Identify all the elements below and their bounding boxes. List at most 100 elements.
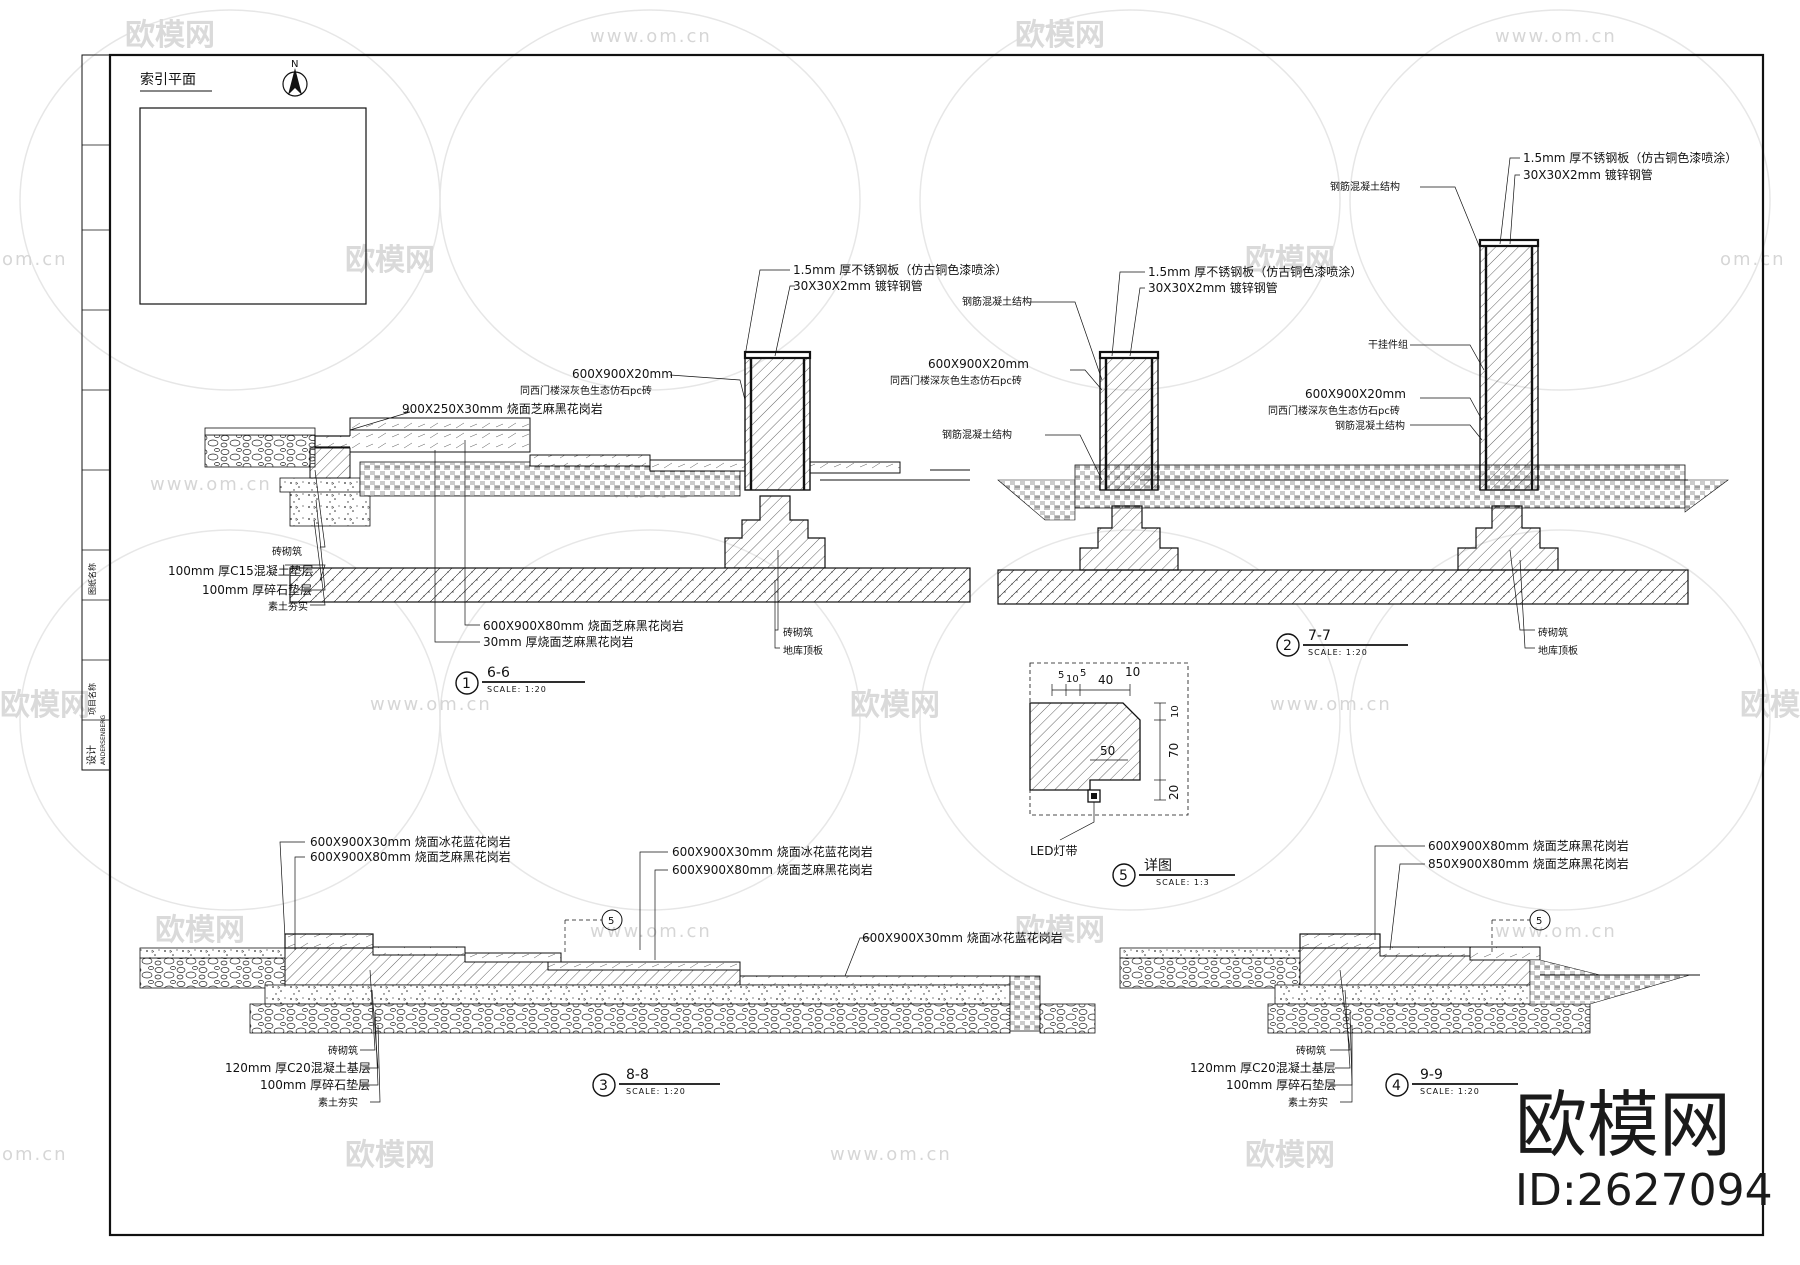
label-pc-brick-desc: 同西门楼深灰色生态仿石pc砖	[520, 384, 652, 397]
title-strip-line: 项目名称	[87, 683, 97, 715]
north-label: N	[291, 59, 298, 70]
label-a1: 600X900X30mm 烧面冰花蓝花岗岩	[310, 834, 511, 849]
label-gravel: 100mm 厚碎石垫层	[202, 582, 312, 597]
label-slab: 地库顶板	[783, 644, 823, 657]
watermark-url: www.om.cn	[150, 474, 272, 495]
section-scale: SCALE: 1:20	[487, 685, 547, 694]
label-a1: 600X900X80mm 烧面芝麻黑花岗岩	[1428, 838, 1629, 853]
label-b1: 600X900X30mm 烧面冰花蓝花岗岩	[672, 844, 873, 859]
label-c20: 120mm 厚C20混凝土基层	[225, 1060, 371, 1075]
watermark-url: www.om.cn	[1495, 921, 1617, 942]
label-steel-plate: 1.5mm 厚不锈钢板（仿古铜色漆喷涂）	[1523, 150, 1737, 165]
watermark-url: om.cn	[2, 249, 68, 270]
section-name: 详图	[1144, 858, 1172, 874]
label-rc-structure: 钢筋混凝土结构	[962, 295, 1032, 308]
section-name: 9-9	[1420, 1067, 1443, 1083]
label-steel-tube: 30X30X2mm 镀锌钢管	[1148, 280, 1278, 295]
label-steel-tube: 30X30X2mm 镀锌钢管	[1523, 167, 1653, 182]
section-scale: SCALE: 1:20	[1308, 648, 1368, 657]
label-gravel: 100mm 厚碎石垫层	[260, 1077, 370, 1092]
title-strip: 设计 ANDERSENBERG 项目名称 图纸名称	[85, 563, 107, 765]
label-paver80: 600X900X80mm 烧面芝麻黑花岗岩	[483, 618, 684, 633]
title-strip-line: 图纸名称	[87, 563, 97, 595]
brand-block: 欧模网 ID:2627094	[1515, 1083, 1773, 1216]
label-soil: 素土夯实	[1288, 1096, 1328, 1109]
title-strip-line: 设计	[85, 745, 98, 765]
callout-number: 5	[608, 916, 614, 927]
section-6-6: 1.5mm 厚不锈钢板（仿古铜色漆喷涂） 30X30X2mm 镀锌钢管 600X…	[168, 262, 1007, 695]
label-steel-tube: 30X30X2mm 镀锌钢管	[793, 278, 923, 293]
index-plan-title: 索引平面	[140, 71, 196, 88]
watermark-url: om.cn	[2, 1144, 68, 1165]
dim-5: 5	[1058, 670, 1064, 681]
label-c20: 120mm 厚C20混凝土基层	[1190, 1060, 1336, 1075]
label-brick-base: 砖砌筑	[783, 626, 813, 639]
section-scale: SCALE: 1:3	[1156, 878, 1210, 887]
dim-10-vertical: 10	[1170, 705, 1181, 718]
section-number: 1	[462, 676, 471, 692]
label-pc-desc: 同西门楼深灰色生态仿石pc砖	[890, 374, 1022, 387]
watermark-url: www.om.cn	[830, 1144, 952, 1165]
watermark-logo: 欧模网	[850, 688, 940, 723]
section-number: 3	[599, 1078, 608, 1094]
label-masonry: 砖砌筑	[272, 545, 302, 558]
dim-10: 10	[1125, 665, 1140, 679]
label-c15: 100mm 厚C15混凝土垫层	[168, 563, 314, 578]
watermark-logo: 欧模网	[1740, 688, 1800, 723]
label-pc-size: 600X900X20mm	[928, 357, 1029, 371]
section-name: 8-8	[626, 1067, 649, 1083]
label-slab: 地库顶板	[1538, 644, 1578, 657]
section-title-6-6: 1 6-6 SCALE: 1:20	[455, 665, 585, 695]
watermark-url: om.cn	[1720, 249, 1786, 270]
label-dry-hang: 干挂件组	[1368, 338, 1408, 351]
section-9-9: 5 600X900X80mm 烧面芝麻黑花岗岩 850X900X80mm 烧面芝…	[1119, 838, 1700, 1109]
label-masonry: 砖砌筑	[328, 1044, 358, 1057]
label-pc-brick-size: 600X900X20mm	[572, 367, 673, 381]
dim-70: 70	[1167, 743, 1181, 758]
section-scale: SCALE: 1:20	[1420, 1087, 1480, 1096]
watermark-layer: 欧模网 欧模网 www.om.cn www.om.cn 欧模网 欧模网 om.c…	[0, 9, 1800, 1173]
label-masonry: 砖砌筑	[1296, 1044, 1326, 1057]
watermark-url: www.om.cn	[370, 694, 492, 715]
label-masonry: 砖砌筑	[1538, 626, 1568, 639]
section-name: 6-6	[487, 665, 510, 681]
label-pc-size: 600X900X20mm	[1305, 387, 1406, 401]
label-gravel: 100mm 厚碎石垫层	[1226, 1077, 1336, 1092]
watermark-logo: 欧模网	[345, 1138, 435, 1173]
section-title-8-8: 3 8-8 SCALE: 1:20	[592, 1067, 720, 1097]
label-soil: 素土夯实	[318, 1096, 358, 1109]
watermark-logo: 欧模网	[1015, 18, 1105, 53]
label-steel-plate: 1.5mm 厚不锈钢板（仿古铜色漆喷涂）	[793, 262, 1007, 277]
watermark-url: www.om.cn	[1495, 26, 1617, 47]
brand-id: ID:2627094	[1515, 1165, 1773, 1216]
section-8-8: 5 600X900X30mm 烧面冰花蓝花岗岩 600X900X80mm 烧面芝…	[139, 834, 1096, 1109]
detail-callout-9-9: 5	[1491, 909, 1551, 952]
watermark-logo: 欧模网	[0, 688, 90, 723]
section-title-detail: 5 详图 SCALE: 1:3	[1112, 858, 1235, 887]
title-strip-line: ANDERSENBERG	[100, 715, 107, 765]
watermark-logo: 欧模网	[1245, 1138, 1335, 1173]
label-rc-structure: 钢筋混凝土结构	[1330, 180, 1400, 193]
label-coping: 900X250X30mm 烧面芝麻黑花岗岩	[402, 401, 603, 416]
dim-10: 10	[1066, 674, 1079, 685]
label-rc-structure: 钢筋混凝土结构	[1335, 419, 1405, 432]
label-paver30: 30mm 厚烧面芝麻黑花岗岩	[483, 634, 633, 649]
label-led-strip: LED灯带	[1030, 844, 1078, 858]
section-number: 4	[1392, 1078, 1401, 1094]
section-number: 2	[1283, 638, 1292, 654]
detail-5: 5 10 5 40 10 10 70 20 50 LED灯带 5 详图 SCAL…	[1029, 662, 1235, 887]
dim-5: 5	[1080, 668, 1086, 679]
label-pc-desc: 同西门楼深灰色生态仿石pc砖	[1268, 404, 1400, 417]
watermark-logo: 欧模网	[155, 913, 245, 948]
callout-number: 5	[1536, 916, 1542, 927]
detail-callout-8-8: 5	[564, 909, 623, 955]
label-rc-structure: 钢筋混凝土结构	[942, 428, 1012, 441]
section-7-7: 1.5mm 厚不锈钢板（仿古铜色漆喷涂） 30X30X2mm 镀锌钢管 钢筋混凝…	[890, 150, 1737, 657]
section-name: 7-7	[1308, 628, 1331, 644]
watermark-logo: 欧模网	[1015, 913, 1105, 948]
drawing-frame	[81, 53, 1765, 1237]
north-arrow-icon	[282, 68, 308, 97]
section-title-7-7: 2 7-7 SCALE: 1:20	[1276, 628, 1408, 657]
section-scale: SCALE: 1:20	[626, 1087, 686, 1096]
